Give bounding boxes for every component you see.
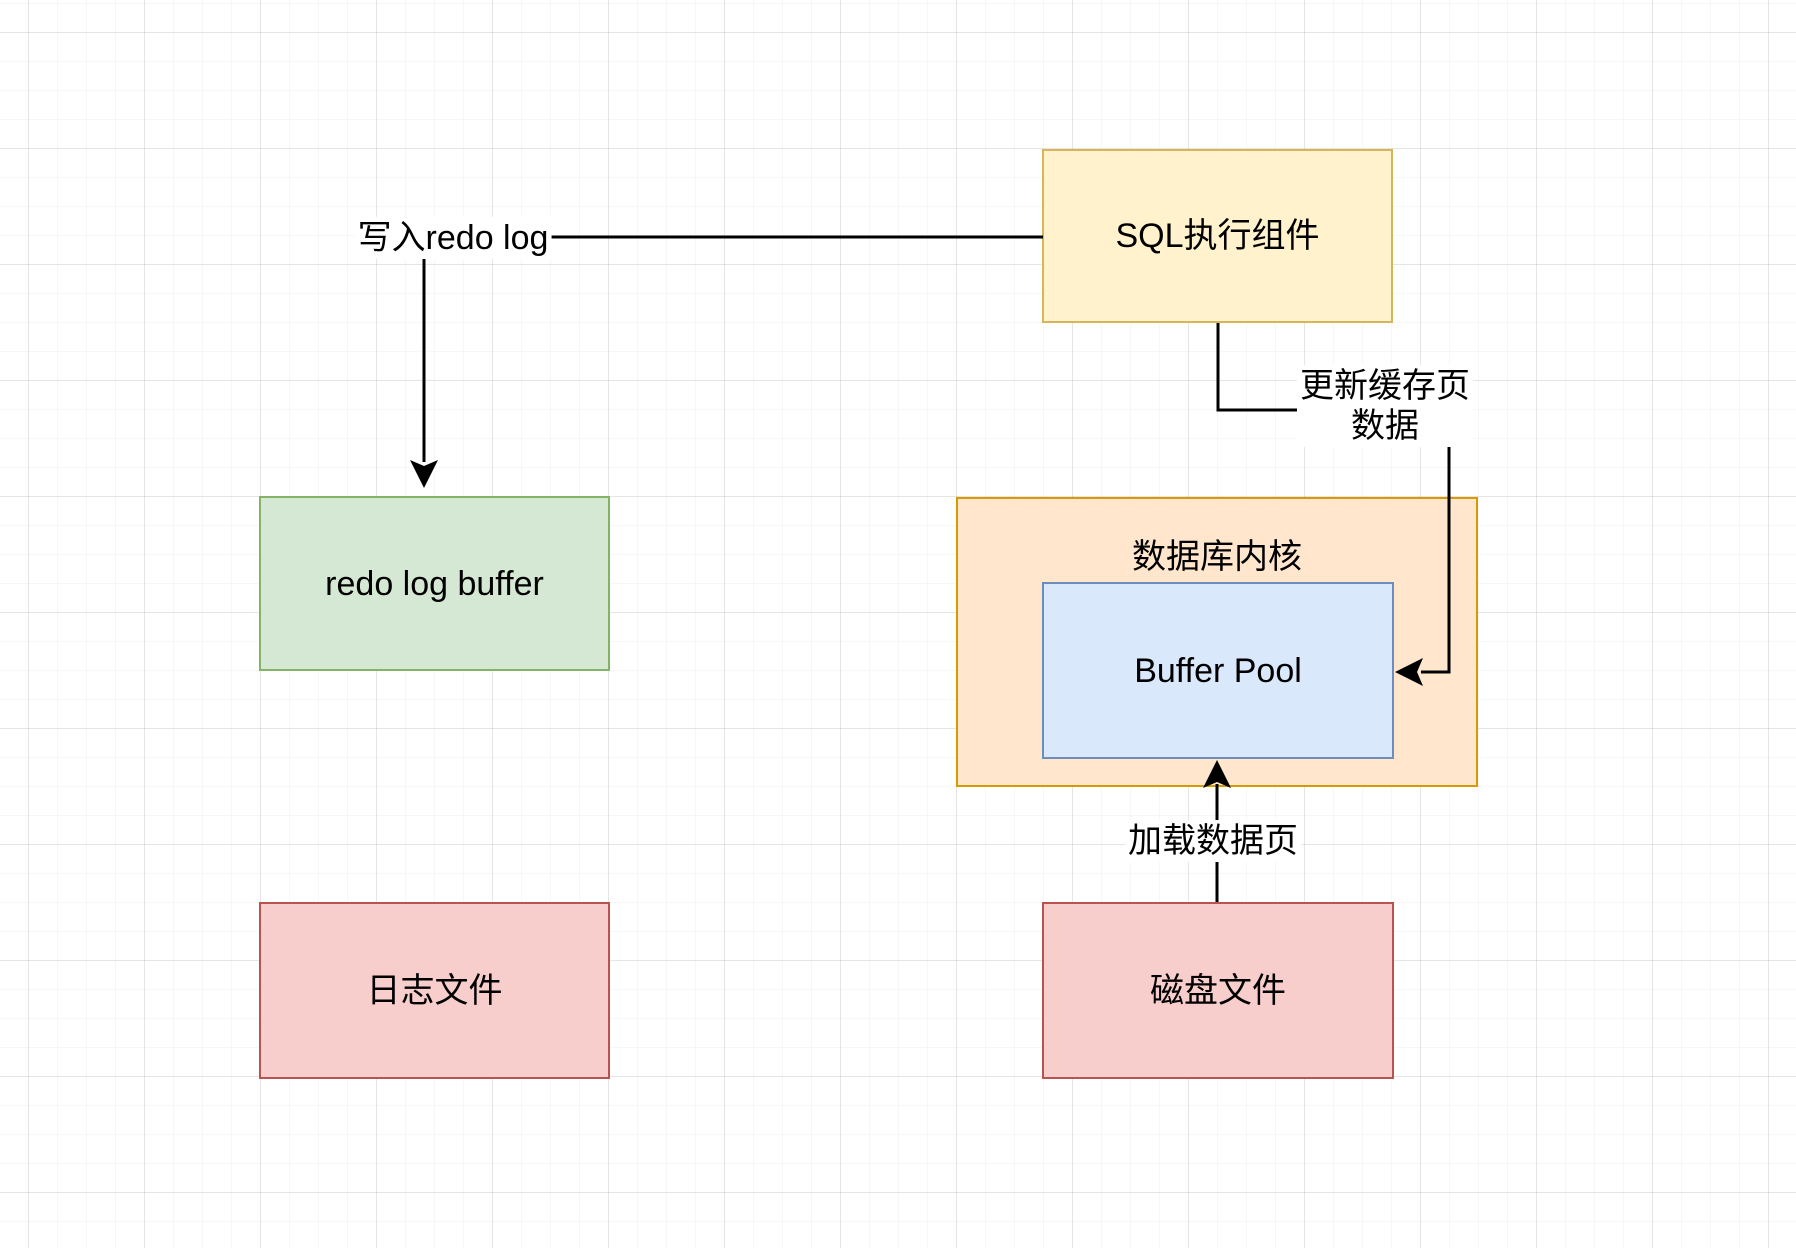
node-redo-log-buffer-label: redo log buffer [325, 564, 544, 603]
node-sql-executor[interactable]: SQL执行组件 [1042, 149, 1393, 323]
arrowhead-down-icon [410, 460, 438, 488]
node-disk-file[interactable]: 磁盘文件 [1042, 902, 1394, 1079]
node-database-kernel-label: 数据库内核 [1132, 538, 1302, 576]
node-redo-log-buffer[interactable]: redo log buffer [259, 496, 610, 671]
node-log-file-label: 日志文件 [366, 971, 503, 1010]
edge-label-update-cache-page-line2: 数据 [1351, 407, 1419, 445]
node-log-file[interactable]: 日志文件 [259, 902, 610, 1079]
node-buffer-pool[interactable]: Buffer Pool [1042, 582, 1394, 759]
edge-label-update-cache-page-line1: 更新缓存页 [1300, 367, 1470, 405]
node-buffer-pool-label: Buffer Pool [1134, 651, 1302, 690]
edge-label-update-cache-page[interactable]: 更新缓存页 数据 [1297, 365, 1473, 447]
edge-write-redo-log-line[interactable] [422, 235, 1043, 462]
edge-label-load-data-page[interactable]: 加载数据页 [1125, 820, 1301, 862]
edge-write-redo-log[interactable] [410, 235, 1043, 488]
node-disk-file-label: 磁盘文件 [1150, 971, 1286, 1010]
node-sql-executor-label: SQL执行组件 [1115, 217, 1320, 255]
edge-label-write-redo-log[interactable]: 写入redo log [354, 217, 552, 259]
